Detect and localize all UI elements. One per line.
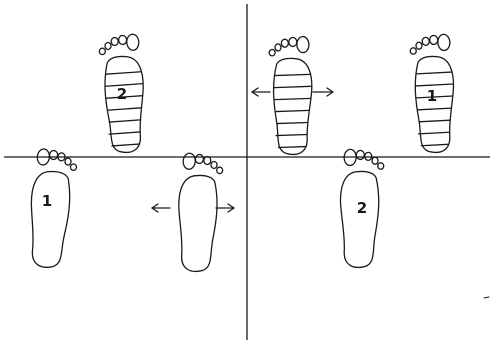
footprint-lower-center bbox=[174, 153, 224, 273]
stray-mark bbox=[484, 297, 489, 298]
arrows-upper-center bbox=[252, 88, 333, 96]
footprint-label-lower-right: 2 bbox=[357, 199, 367, 217]
footprint-label-upper-left: 2 bbox=[117, 85, 127, 103]
footprint-upper-center bbox=[269, 36, 315, 155]
footprint-label-lower-left: 1 bbox=[42, 192, 52, 210]
arrows-lower-center bbox=[152, 204, 234, 212]
footprint-label-upper-right: 1 bbox=[427, 87, 437, 105]
